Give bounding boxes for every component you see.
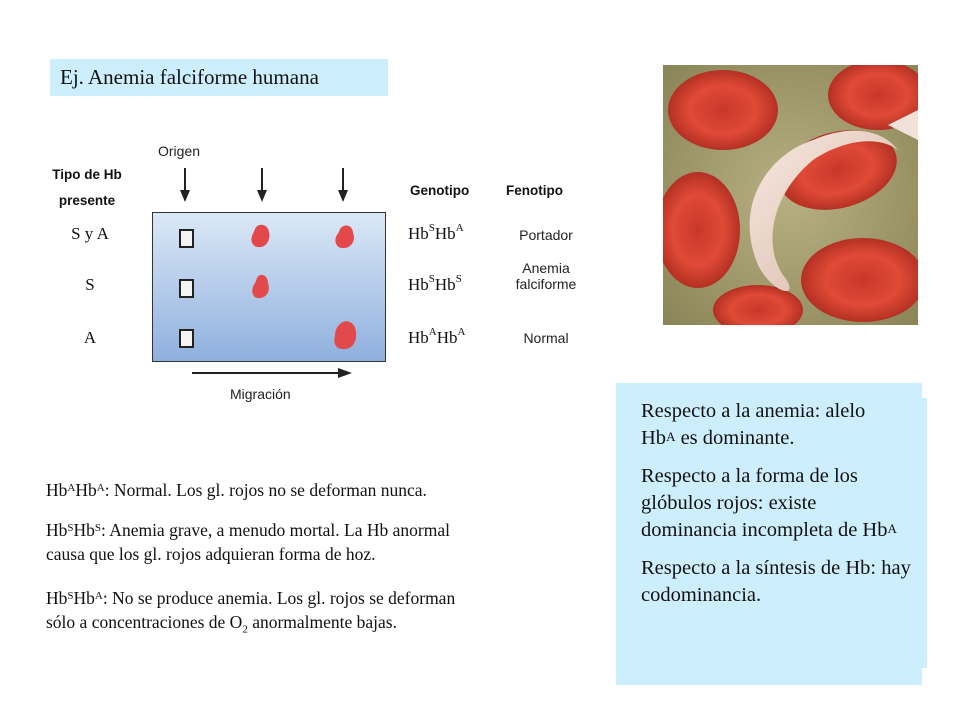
band-hba	[334, 321, 357, 350]
genotype-hbs-hba: HbSHbA	[408, 222, 464, 243]
hemoglobin-bands	[251, 224, 357, 350]
arrow-down-icon	[180, 168, 190, 202]
arrow-right-icon	[192, 368, 352, 378]
phenotype-portador: Portador	[519, 227, 573, 243]
band-hbs	[252, 274, 269, 299]
tipo-header-line2: presente	[58, 193, 116, 208]
conclusion-forma: Respecto a la forma de los glóbulos rojo…	[641, 465, 897, 541]
note-anemia: HbSHbS: Anemia grave, a menudo mortal. L…	[46, 520, 450, 564]
row-label: S	[85, 275, 95, 294]
origin-arrows	[180, 168, 348, 202]
note-normal: HbAHbA: Normal. Los gl. rojos no se defo…	[46, 480, 427, 500]
red-blood-cells-image	[663, 65, 918, 325]
arrow-down-icon	[338, 168, 348, 202]
fenotipo-header: Fenotipo	[506, 183, 563, 198]
note-portador: HbSHbA: No se produce anemia. Los gl. ro…	[46, 588, 456, 636]
sample-well	[179, 329, 194, 348]
genotype-hbs-hbs: HbSHbS	[408, 273, 462, 294]
conclusion-sintesis: Respecto a la síntesis de Hb: hay codomi…	[641, 557, 911, 606]
sample-well	[179, 279, 194, 298]
phenotype-normal: Normal	[523, 330, 569, 346]
page-title: Ej. Anemia falciforme humana	[60, 65, 319, 89]
tipo-header-line1: Tipo de Hb	[52, 167, 122, 182]
row-label: S y A	[71, 224, 109, 243]
genotype-hba-hba: HbAHbA	[408, 326, 466, 347]
sample-well	[179, 229, 194, 248]
arrow-down-icon	[257, 168, 267, 202]
band-hbs	[251, 224, 270, 248]
band-hba	[335, 225, 354, 249]
migration-label: Migración	[230, 386, 291, 402]
row-label: A	[83, 328, 97, 347]
genotipo-header: Genotipo	[410, 183, 470, 198]
origin-label: Origen	[158, 143, 201, 159]
title-box: Ej. Anemia falciforme humana	[50, 59, 388, 96]
